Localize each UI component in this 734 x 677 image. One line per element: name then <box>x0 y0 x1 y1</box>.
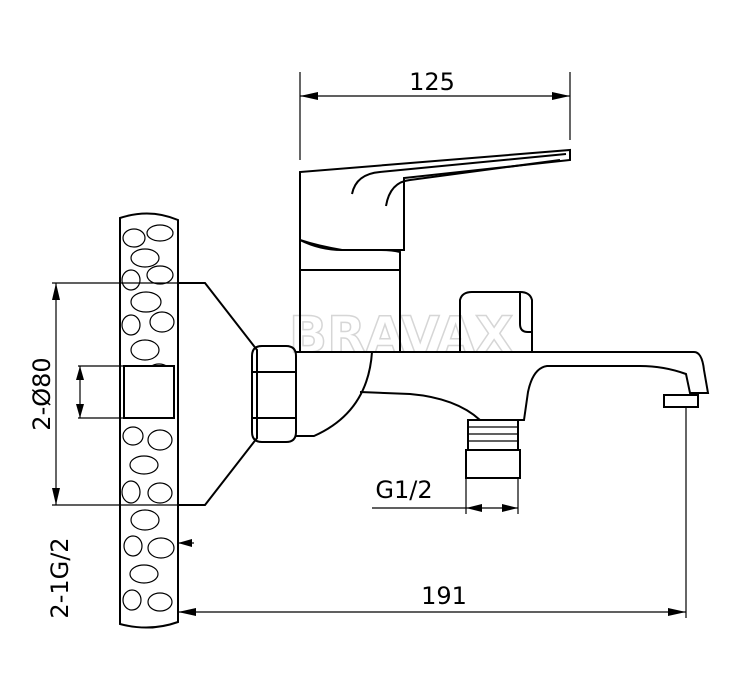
outlet-thread <box>465 419 521 479</box>
inlet-thread-label: 2-1G/2 <box>46 537 74 618</box>
dimension-inlet-opening <box>76 365 124 419</box>
dimension-125: 125 <box>299 68 571 160</box>
wall-section <box>119 212 179 629</box>
diverter-knob <box>459 291 533 352</box>
spout-body <box>359 351 710 421</box>
wall-flange <box>178 282 258 506</box>
brand-watermark: BRAVAX <box>289 306 513 364</box>
lever-handle <box>299 148 571 251</box>
dimension-flange-diameter: 2-Ø80 <box>28 282 205 506</box>
dimension-191-label: 191 <box>421 582 467 610</box>
body-connector <box>296 351 374 437</box>
outlet-thread-label: G1/2 <box>375 476 432 504</box>
dimension-125-label: 125 <box>409 68 455 96</box>
flange-diameter-label: 2-Ø80 <box>28 357 56 430</box>
dimension-191: 191 <box>178 407 687 618</box>
hex-nut <box>251 345 297 443</box>
nozzle-tip <box>663 394 699 408</box>
dimension-outlet-thread: G1/2 <box>372 476 519 514</box>
dimension-inlet-thread: 2-1G/2 <box>46 537 194 619</box>
cartridge-body <box>299 269 401 353</box>
